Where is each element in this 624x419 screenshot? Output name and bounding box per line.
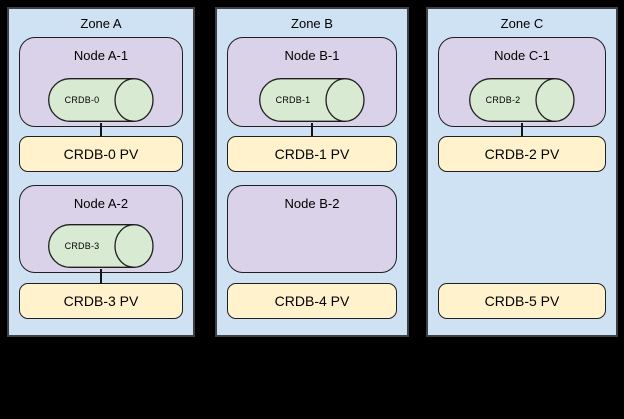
node-b-1: Node B-1 CRDB-1 [227, 37, 397, 127]
crdb-3-database-cylinder: CRDB-3 [48, 224, 154, 268]
pv-crdb-2: CRDB-2 PV [438, 136, 606, 172]
connector-node-c1-pv [521, 123, 523, 137]
database-cylinder-icon [48, 78, 154, 122]
connector-node-a1-pv [100, 123, 102, 137]
zone-c-label: Zone C [500, 16, 544, 31]
pv-crdb-3: CRDB-3 PV [19, 283, 183, 319]
connector-node-b1-pv [311, 123, 313, 137]
zone-a-label: Zone A [80, 16, 122, 31]
pv-crdb-5: CRDB-5 PV [438, 283, 606, 319]
database-cylinder-icon [48, 224, 154, 268]
node-a-1: Node A-1 CRDB-0 [19, 37, 183, 127]
node-b-2: Node B-2 [227, 185, 397, 273]
pv-crdb-0: CRDB-0 PV [19, 136, 183, 172]
crdb-3-label: CRDB-3 [64, 241, 100, 251]
zone-b-label: Zone B [291, 16, 333, 31]
crdb-2-label: CRDB-2 [485, 95, 521, 105]
node-a-1-label: Node A-1 [73, 48, 129, 63]
crdb-1-database-cylinder: CRDB-1 [259, 78, 365, 122]
crdb-0-database-cylinder: CRDB-0 [48, 78, 154, 122]
node-c-1-label: Node C-1 [494, 48, 550, 63]
zone-c: Zone C Node C-1 CRDB-2 CRDB-2 PV CRDB-5 … [426, 7, 618, 337]
node-b-2-label: Node B-2 [284, 196, 340, 211]
zone-a: Zone A Node A-1 CRDB-0 CRDB-0 PV Node A-… [7, 7, 195, 337]
database-cylinder-icon [259, 78, 365, 122]
node-b-1-label: Node B-1 [284, 48, 340, 63]
node-a-2: Node A-2 CRDB-3 [19, 185, 183, 273]
crdb-1-label: CRDB-1 [275, 95, 311, 105]
pv-crdb-4: CRDB-4 PV [227, 283, 397, 319]
pv-crdb-1: CRDB-1 PV [227, 136, 397, 172]
node-c-1: Node C-1 CRDB-2 [438, 37, 606, 127]
zone-b: Zone B Node B-1 CRDB-1 CRDB-1 PV Node B-… [215, 7, 409, 337]
connector-node-a2-pv [100, 269, 102, 284]
crdb-2-database-cylinder: CRDB-2 [469, 78, 575, 122]
database-cylinder-icon [469, 78, 575, 122]
node-a-2-label: Node A-2 [73, 196, 129, 211]
crdb-0-label: CRDB-0 [64, 95, 100, 105]
